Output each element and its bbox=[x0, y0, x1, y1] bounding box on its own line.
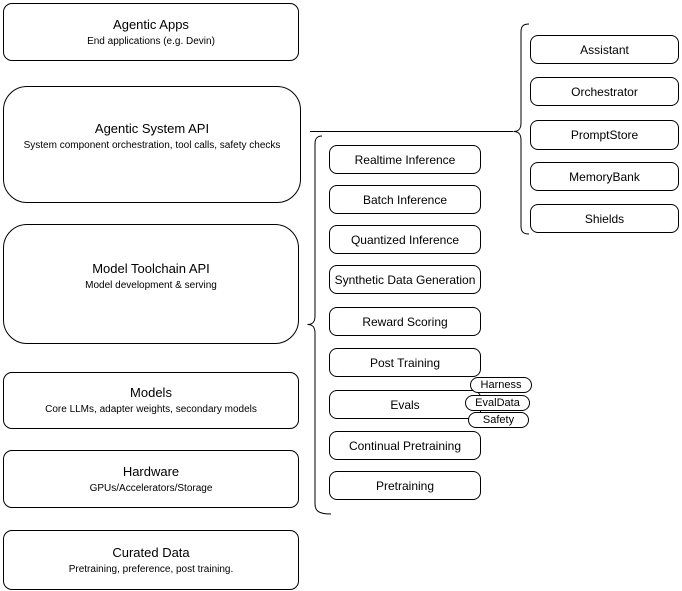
node-batch-inference: Batch Inference bbox=[329, 185, 481, 214]
node-models: Models Core LLMs, adapter weights, secon… bbox=[3, 372, 299, 429]
node-reward-scoring: Reward Scoring bbox=[329, 307, 481, 336]
node-model-toolchain-api: Model Toolchain API Model development & … bbox=[3, 224, 299, 344]
node-title: Agentic Apps bbox=[113, 16, 189, 32]
node-title: Hardware bbox=[122, 463, 180, 479]
pill-safety: Safety bbox=[468, 412, 529, 428]
node-subtitle: Core LLMs, adapter weights, secondary mo… bbox=[45, 404, 257, 415]
node-quantized-inference: Quantized Inference bbox=[329, 225, 481, 254]
node-realtime-inference: Realtime Inference bbox=[329, 145, 481, 174]
node-synthetic-data-generation: Synthetic Data Generation bbox=[329, 265, 481, 294]
system-group-brace bbox=[513, 23, 530, 235]
node-orchestrator: Orchestrator bbox=[530, 77, 679, 106]
pill-harness: Harness bbox=[470, 377, 532, 393]
node-continual-pretraining: Continual Pretraining bbox=[329, 431, 481, 460]
node-subtitle: Model development & serving bbox=[85, 279, 217, 291]
node-promptstore: PromptStore bbox=[530, 120, 679, 150]
node-hardware: Hardware GPUs/Accelerators/Storage bbox=[3, 450, 299, 508]
node-memorybank: MemoryBank bbox=[530, 162, 679, 191]
node-title: Curated Data bbox=[112, 544, 190, 560]
node-subtitle: System component orchestration, tool cal… bbox=[23, 140, 281, 151]
node-title: Agentic System API bbox=[94, 121, 210, 136]
node-post-training: Post Training bbox=[329, 348, 481, 377]
node-curated-data: Curated Data Pretraining, preference, po… bbox=[3, 530, 299, 590]
node-agentic-apps: Agentic Apps End applications (e.g. Devi… bbox=[3, 3, 299, 61]
node-agentic-system-api: Agentic System API System component orch… bbox=[3, 86, 301, 203]
node-pretraining: Pretraining bbox=[329, 471, 481, 500]
node-subtitle: GPUs/Accelerators/Storage bbox=[89, 482, 213, 494]
node-evals: Evals bbox=[329, 390, 481, 419]
node-assistant: Assistant bbox=[530, 35, 679, 64]
pill-evaldata: EvalData bbox=[465, 395, 530, 411]
node-title: Model Toolchain API bbox=[92, 260, 210, 276]
node-subtitle: End applications (e.g. Devin) bbox=[87, 35, 215, 47]
node-subtitle: Pretraining, preference, post training. bbox=[68, 563, 234, 575]
node-shields: Shields bbox=[530, 204, 679, 233]
node-title: Models bbox=[130, 385, 172, 400]
toolchain-group-brace bbox=[307, 135, 332, 515]
